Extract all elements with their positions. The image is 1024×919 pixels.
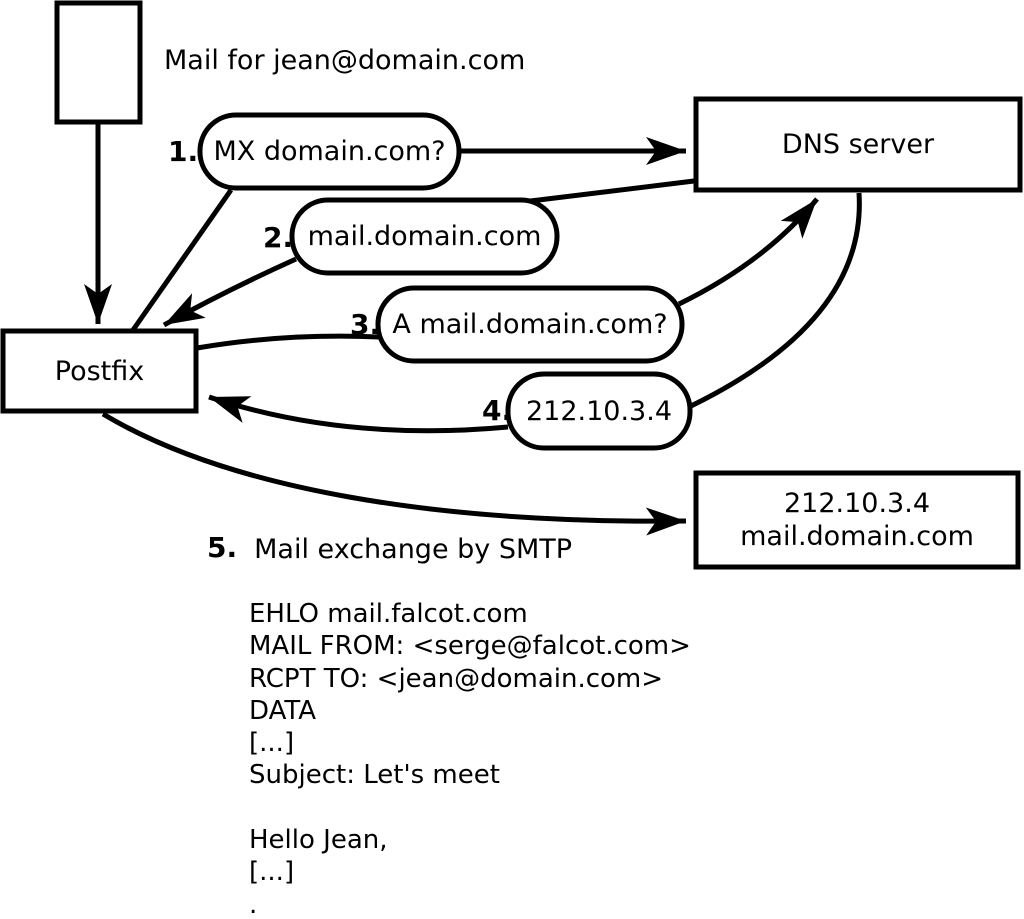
smtp-line: MAIL FROM: <serge@falcot.com> <box>249 631 691 662</box>
line-dns-to-response-mx <box>513 178 695 206</box>
smtp-line: [...] <box>249 728 295 759</box>
smtp-line <box>249 792 691 824</box>
pill-response-ip <box>505 371 693 451</box>
step-2-number: 2. <box>263 221 294 254</box>
pill-response-ip-label: 212.10.3.4 <box>526 395 672 427</box>
postfix-label: Postfix <box>54 355 145 387</box>
step-5-number: 5. <box>207 531 238 564</box>
line-postfix-to-query-a <box>196 333 380 351</box>
postfix-box <box>0 328 199 414</box>
header-label: Mail for jean@domain.com <box>164 45 526 76</box>
smtp-line: DATA <box>249 695 316 726</box>
arrow-response-ip-to-postfix <box>208 394 509 434</box>
pill-query-a <box>375 285 685 364</box>
mail-exchanger-ip: 212.10.3.4 <box>784 488 930 519</box>
mail-exchanger-hostname: mail.domain.com <box>740 521 974 552</box>
pill-query-a-label: A mail.domain.com? <box>392 309 668 340</box>
smtp-line: [...] <box>249 857 295 888</box>
step-3-number: 3. <box>350 308 381 341</box>
smtp-session-transcript: EHLO mail.falcot.com MAIL FROM: <serge@f… <box>249 598 691 919</box>
line-postfix-to-query-mx <box>130 188 234 332</box>
smtp-line: Subject: Let's meet <box>249 760 500 791</box>
smtp-line: RCPT TO: <jean@domain.com> <box>249 663 664 694</box>
step-1-number: 1. <box>168 135 199 168</box>
dns-server-label: DNS server <box>781 129 935 160</box>
arrow-response-mx-to-postfix <box>162 256 298 328</box>
step-5-label: Mail exchange by SMTP <box>254 534 573 565</box>
pill-response-mx-label: mail.domain.com <box>307 221 542 252</box>
pill-response-mx <box>289 197 560 276</box>
step-4-number: 4. <box>482 394 513 427</box>
step-5-caption: 5. Mail exchange by SMTP <box>207 534 572 566</box>
envelope-shape <box>54 0 143 125</box>
arrow-smtp-exchange <box>101 411 687 536</box>
pill-query-mx-label: MX domain.com? <box>213 136 446 167</box>
arrow-query-a-to-dns <box>677 197 819 307</box>
pill-query-mx <box>197 112 462 191</box>
line-dns-to-response-ip <box>689 192 862 409</box>
mail-exchanger-box <box>693 470 1021 570</box>
dns-server-box <box>693 96 1023 193</box>
smtp-line: EHLO mail.falcot.com <box>249 599 528 629</box>
smtp-line: Hello Jean, <box>249 825 388 856</box>
smtp-line: . <box>249 889 258 919</box>
mail-exchanger-label: 212.10.3.4 mail.domain.com <box>696 473 1018 567</box>
